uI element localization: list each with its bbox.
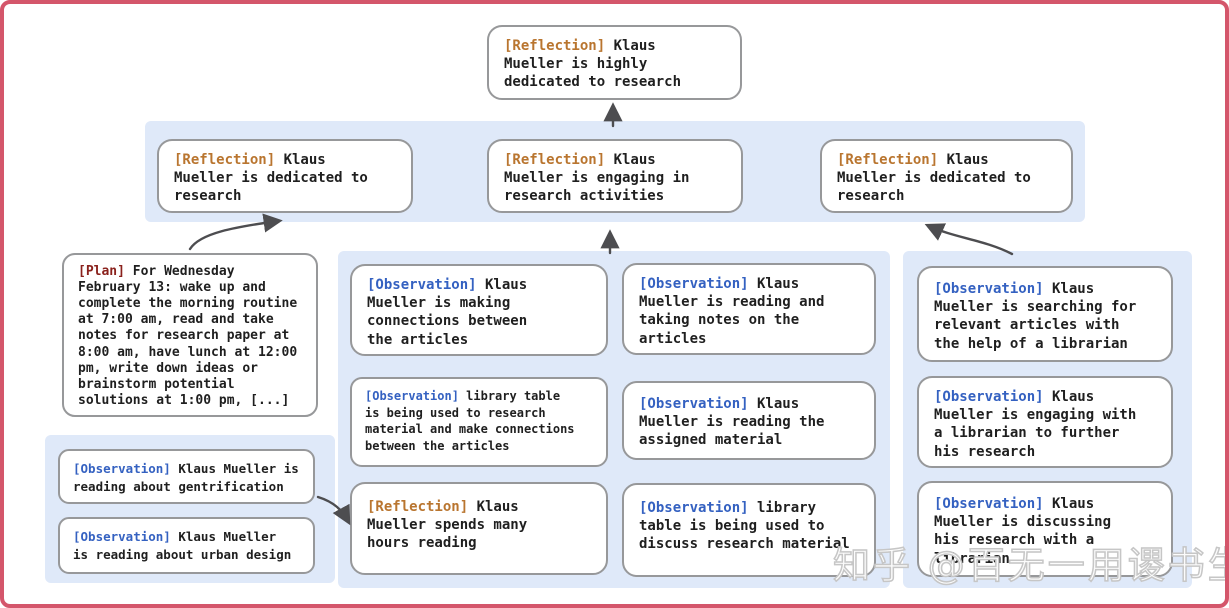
node-text: Klaus Mueller is discussing his research… <box>934 496 1112 567</box>
node-observation-urban-design: [Observation]Klaus Mueller is reading ab… <box>58 517 315 574</box>
node-observation-library-discuss: [Observation]library table is being used… <box>622 483 876 577</box>
node-observation-taking-notes: [Observation]Klaus Mueller is reading an… <box>622 263 876 355</box>
node-text: Klaus Mueller is dedicated to research <box>837 152 1031 205</box>
node-observation-librarian-discuss: [Observation]Klaus Mueller is discussing… <box>917 481 1173 577</box>
node-text: Klaus Mueller is reading the assigned ma… <box>639 396 825 449</box>
observation-tag: [Observation] <box>639 396 749 412</box>
node-reflection-center: [Reflection]Klaus Mueller is engaging in… <box>487 139 743 213</box>
plan-tag: [Plan] <box>78 264 125 279</box>
observation-tag: [Observation] <box>934 496 1044 512</box>
node-text: Klaus Mueller is dedicated to research <box>174 152 368 205</box>
observation-tag: [Observation] <box>639 500 749 516</box>
node-text: Klaus Mueller is highly dedicated to res… <box>504 38 682 91</box>
reflection-tag: [Reflection] <box>174 152 276 168</box>
arrow-right-to-right-reflection <box>924 223 1014 256</box>
node-observation-library-research: [Observation]library table is being used… <box>350 377 608 467</box>
node-text: Klaus Mueller is engaging with a librari… <box>934 389 1137 460</box>
observation-tag: [Observation] <box>73 461 171 476</box>
reflection-tag: [Reflection] <box>504 38 606 54</box>
observation-tag: [Observation] <box>73 529 171 544</box>
node-text: Klaus Mueller is reading about urban des… <box>73 529 292 562</box>
node-text: Klaus Mueller is engaging in research ac… <box>504 152 690 205</box>
node-text: Klaus Mueller is reading about gentrific… <box>73 461 299 494</box>
observation-tag: [Observation] <box>365 389 459 403</box>
node-reflection-root: [Reflection]Klaus Mueller is highly dedi… <box>487 25 742 100</box>
reflection-tag: [Reflection] <box>367 499 469 515</box>
node-reflection-hours-reading: [Reflection]Klaus Mueller spends many ho… <box>350 482 608 575</box>
node-text: library table is being used to research … <box>365 389 575 453</box>
reflection-tag: [Reflection] <box>837 152 939 168</box>
node-observation-gentrification: [Observation]Klaus Mueller is reading ab… <box>58 449 315 504</box>
node-text: Klaus Mueller is making connections betw… <box>367 277 528 348</box>
node-observation-connections: [Observation]Klaus Mueller is making con… <box>350 264 608 356</box>
node-text: Klaus Mueller is reading and taking note… <box>639 276 825 347</box>
node-reflection-left: [Reflection]Klaus Mueller is dedicated t… <box>157 139 413 213</box>
observation-tag: [Observation] <box>934 281 1044 297</box>
node-observation-librarian-engage: [Observation]Klaus Mueller is engaging w… <box>917 376 1173 468</box>
observation-tag: [Observation] <box>639 276 749 292</box>
node-plan: [Plan]For Wednesday February 13: wake up… <box>62 253 318 417</box>
node-observation-assigned-material: [Observation]Klaus Mueller is reading th… <box>622 381 876 460</box>
observation-tag: [Observation] <box>934 389 1044 405</box>
watermark-zhihu: 知乎 @百无一用谡书生 <box>832 543 1229 588</box>
node-text: Klaus Mueller spends many hours reading <box>367 499 528 552</box>
node-text: Klaus Mueller is searching for relevant … <box>934 281 1137 352</box>
node-reflection-right: [Reflection]Klaus Mueller is dedicated t… <box>820 139 1073 213</box>
node-observation-librarian-search: [Observation]Klaus Mueller is searching … <box>917 266 1173 362</box>
observation-tag: [Observation] <box>367 277 477 293</box>
reflection-tag: [Reflection] <box>504 152 606 168</box>
node-text: For Wednesday February 13: wake up and c… <box>78 264 298 408</box>
node-text: library table is being used to discuss r… <box>639 500 850 553</box>
arrow-plan-to-left-reflection <box>188 213 283 251</box>
